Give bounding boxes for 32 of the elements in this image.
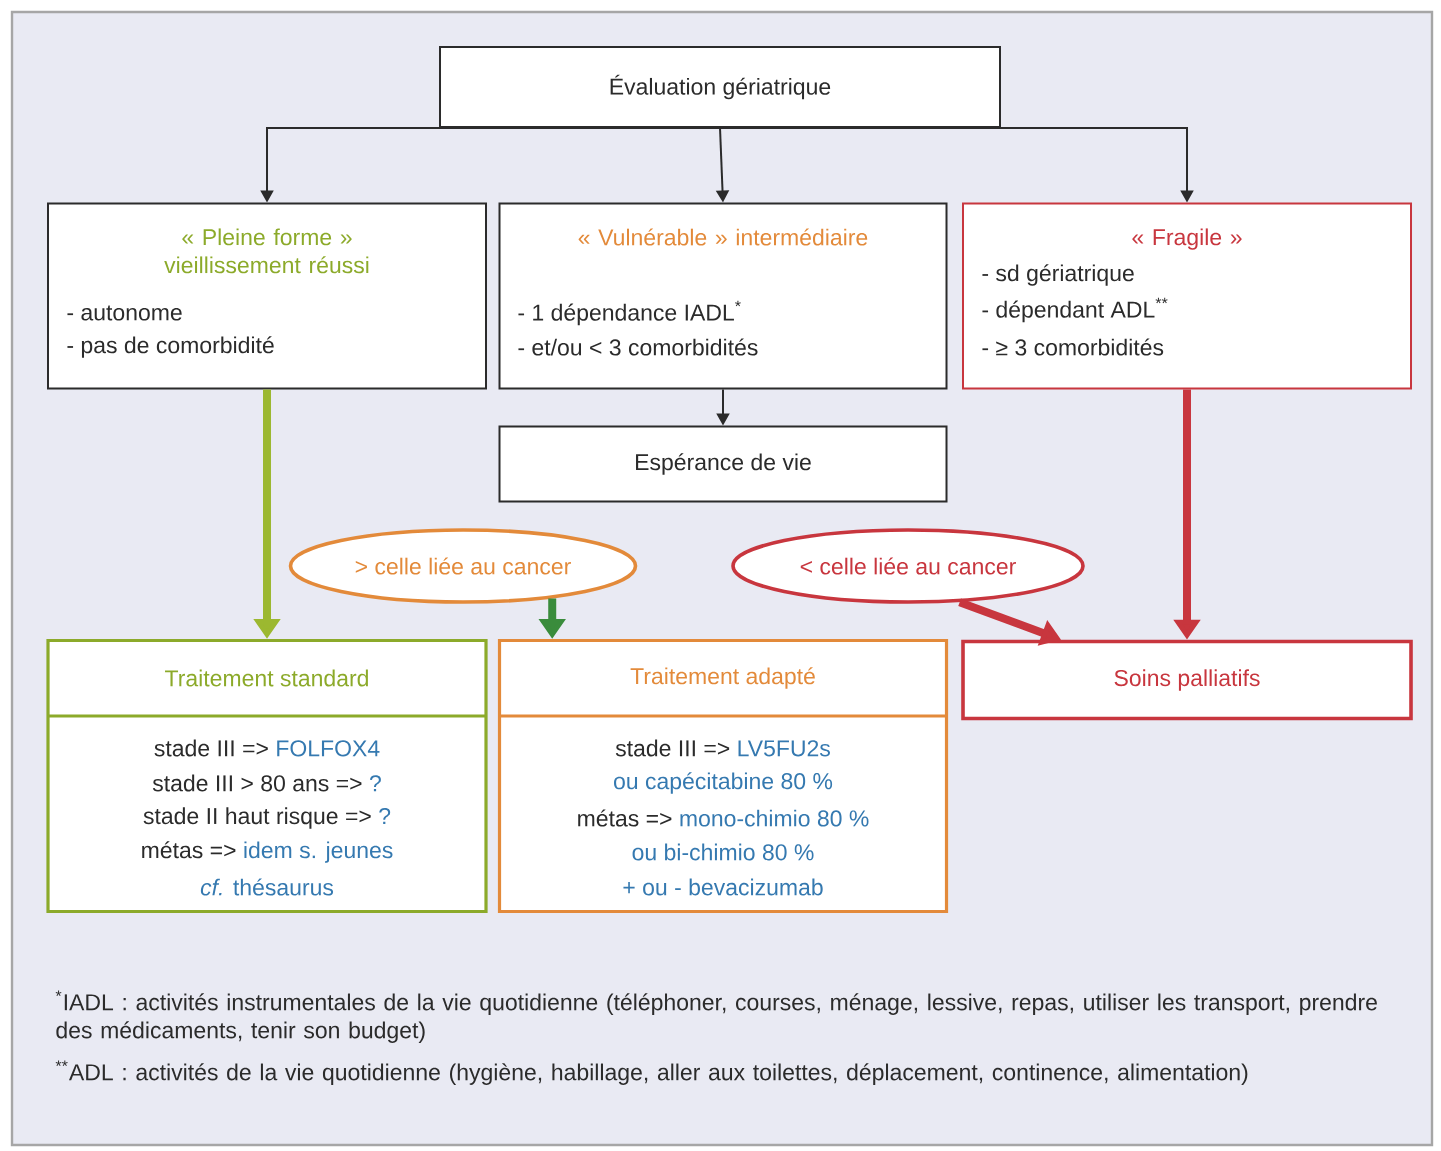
list-item: - autonome: [67, 305, 182, 321]
footnote: $^{**}$ADL : activités de la vie quotidienne (hygiène, habillage, aller aux toilettes, déplacement, continence, alimentation): [55, 1060, 1248, 1085]
box-heading: « Fragile »: [1132, 228, 1242, 250]
treatment-line: ou bi-chimio 80 %: [632, 843, 814, 861]
category-box: [498, 202, 948, 390]
process-box: Espérance de vie: [498, 425, 948, 503]
list-item: - dépendant ADL$^{**}$: [982, 297, 1168, 323]
category-box: [47, 202, 487, 390]
treatment-box: [497, 638, 949, 914]
treatment-line: stade III => FOLFOX4: [154, 739, 380, 757]
process-box: Soins palliatifs: [961, 639, 1413, 721]
box-heading: Traitement adapté: [630, 667, 815, 689]
treatment-line: + ou - bevacizumab: [623, 878, 823, 896]
box-heading: « Vulnérable » intermédiaire: [578, 228, 868, 246]
treatment-line: métas => idem s. jeunes: [142, 841, 393, 863]
category-box: [962, 202, 1412, 390]
treatment-line: stade II haut risque => ?: [143, 807, 391, 829]
treatment-line: métas => mono-chimio 80 %: [578, 809, 869, 827]
list-item: - sd gériatrique: [982, 264, 1134, 286]
process-box: Évaluation gériatrique: [439, 46, 1001, 128]
treatment-line: ou capécitabine 80 %: [614, 772, 833, 794]
list-item: - pas de comorbidité: [67, 336, 274, 358]
list-item: - et/ou < 3 comorbidités: [518, 338, 758, 356]
box-heading: « Pleine forme » vieillissement réussi: [164, 228, 369, 274]
treatment-line: stade III => LV5FU2s: [615, 739, 830, 757]
list-item: - 1 dépendance IADL$^{*}$: [518, 300, 741, 326]
treatment-line: cf. thésaurus: [200, 878, 334, 896]
box-heading: Traitement standard: [165, 669, 368, 687]
list-item: - ≥ 3 comorbidités: [982, 338, 1164, 356]
treatment-line: stade III > 80 ans => ?: [152, 774, 381, 792]
treatment-box: [46, 638, 488, 914]
footnote: $^{*}$IADL : activités instrumentales de la vie quotidienne (téléphoner, courses, ménage, lessive, repas, utiliser les transport, prendre des médicaments, tenir son budget): [55, 990, 1377, 1043]
